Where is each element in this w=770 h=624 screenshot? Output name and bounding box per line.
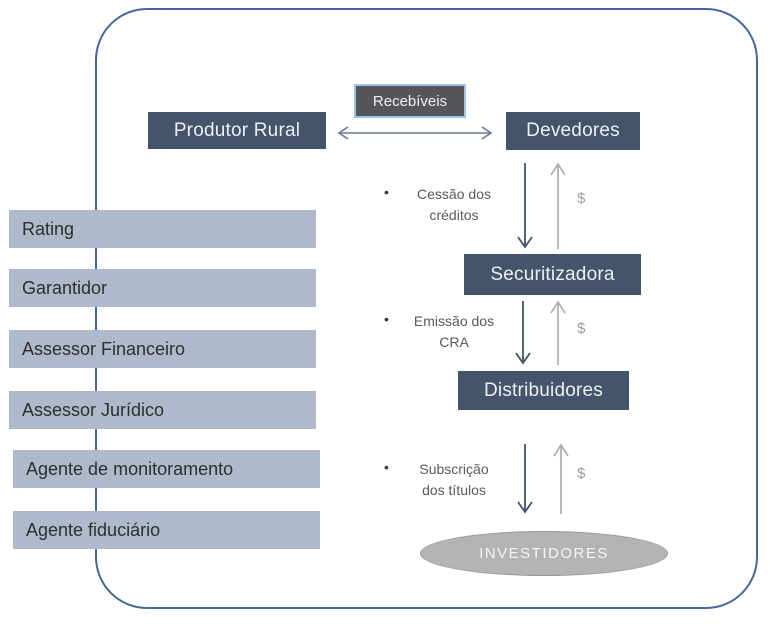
down-arrow-icon <box>517 444 533 514</box>
side-box-label: Agente de monitoramento <box>26 458 234 479</box>
node-label: Securitizadora <box>490 263 615 285</box>
side-box-agente-fiduciario: Agente fiduciário <box>13 511 320 549</box>
node-investidores: INVESTIDORES <box>420 531 668 576</box>
up-arrow-icon <box>553 443 569 514</box>
side-box-label: Rating <box>22 218 75 239</box>
node-label: Devedores <box>526 120 620 141</box>
money-label: $ <box>577 465 586 482</box>
node-devedores: Devedores <box>506 112 640 150</box>
side-box-label: Agente fiduciário <box>26 519 161 540</box>
double-arrow-icon <box>337 126 493 140</box>
note-subscricao-titulos: • Subscrição dos títulos <box>384 459 502 501</box>
side-box-garantidor: Garantidor <box>9 269 316 307</box>
note-text: Cessão dos créditos <box>417 186 491 223</box>
side-box-assessor-financeiro: Assessor Financeiro <box>9 330 316 368</box>
node-securitizadora: Securitizadora <box>464 254 641 295</box>
side-box-label: Garantidor <box>22 277 108 298</box>
note-emissao-cra: • Emissão dos CRA <box>384 311 502 353</box>
node-recebiveis: Recebíveis <box>354 84 466 118</box>
note-cessao-creditos: • Cessão dos créditos <box>384 184 502 226</box>
node-label: Produtor Rural <box>173 119 301 141</box>
money-label: $ <box>577 320 586 337</box>
up-arrow-icon <box>550 162 566 249</box>
node-label: INVESTIDORES <box>479 545 609 562</box>
node-label: Distribuidores <box>484 379 603 401</box>
note-text: Emissão dos CRA <box>413 313 495 350</box>
money-label: $ <box>577 190 586 207</box>
bullet-icon: • <box>384 311 389 327</box>
up-arrow-icon <box>550 300 566 365</box>
side-box-assessor-juridico: Assessor Jurídico <box>9 391 316 429</box>
flow-boundary <box>95 8 758 609</box>
down-arrow-icon <box>517 163 533 249</box>
bullet-icon: • <box>384 459 389 475</box>
node-produtor-rural: Produtor Rural <box>148 112 326 149</box>
node-distribuidores: Distribuidores <box>458 371 629 410</box>
side-box-agente-monitoramento: Agente de monitoramento <box>13 450 320 488</box>
down-arrow-icon <box>515 301 531 365</box>
note-text: Subscrição dos títulos <box>419 461 489 498</box>
node-label: Recebíveis <box>372 92 448 110</box>
side-box-rating: Rating <box>9 210 316 248</box>
side-box-label: Assessor Jurídico <box>22 399 165 420</box>
bullet-icon: • <box>384 184 389 200</box>
side-box-label: Assessor Financeiro <box>22 338 186 359</box>
